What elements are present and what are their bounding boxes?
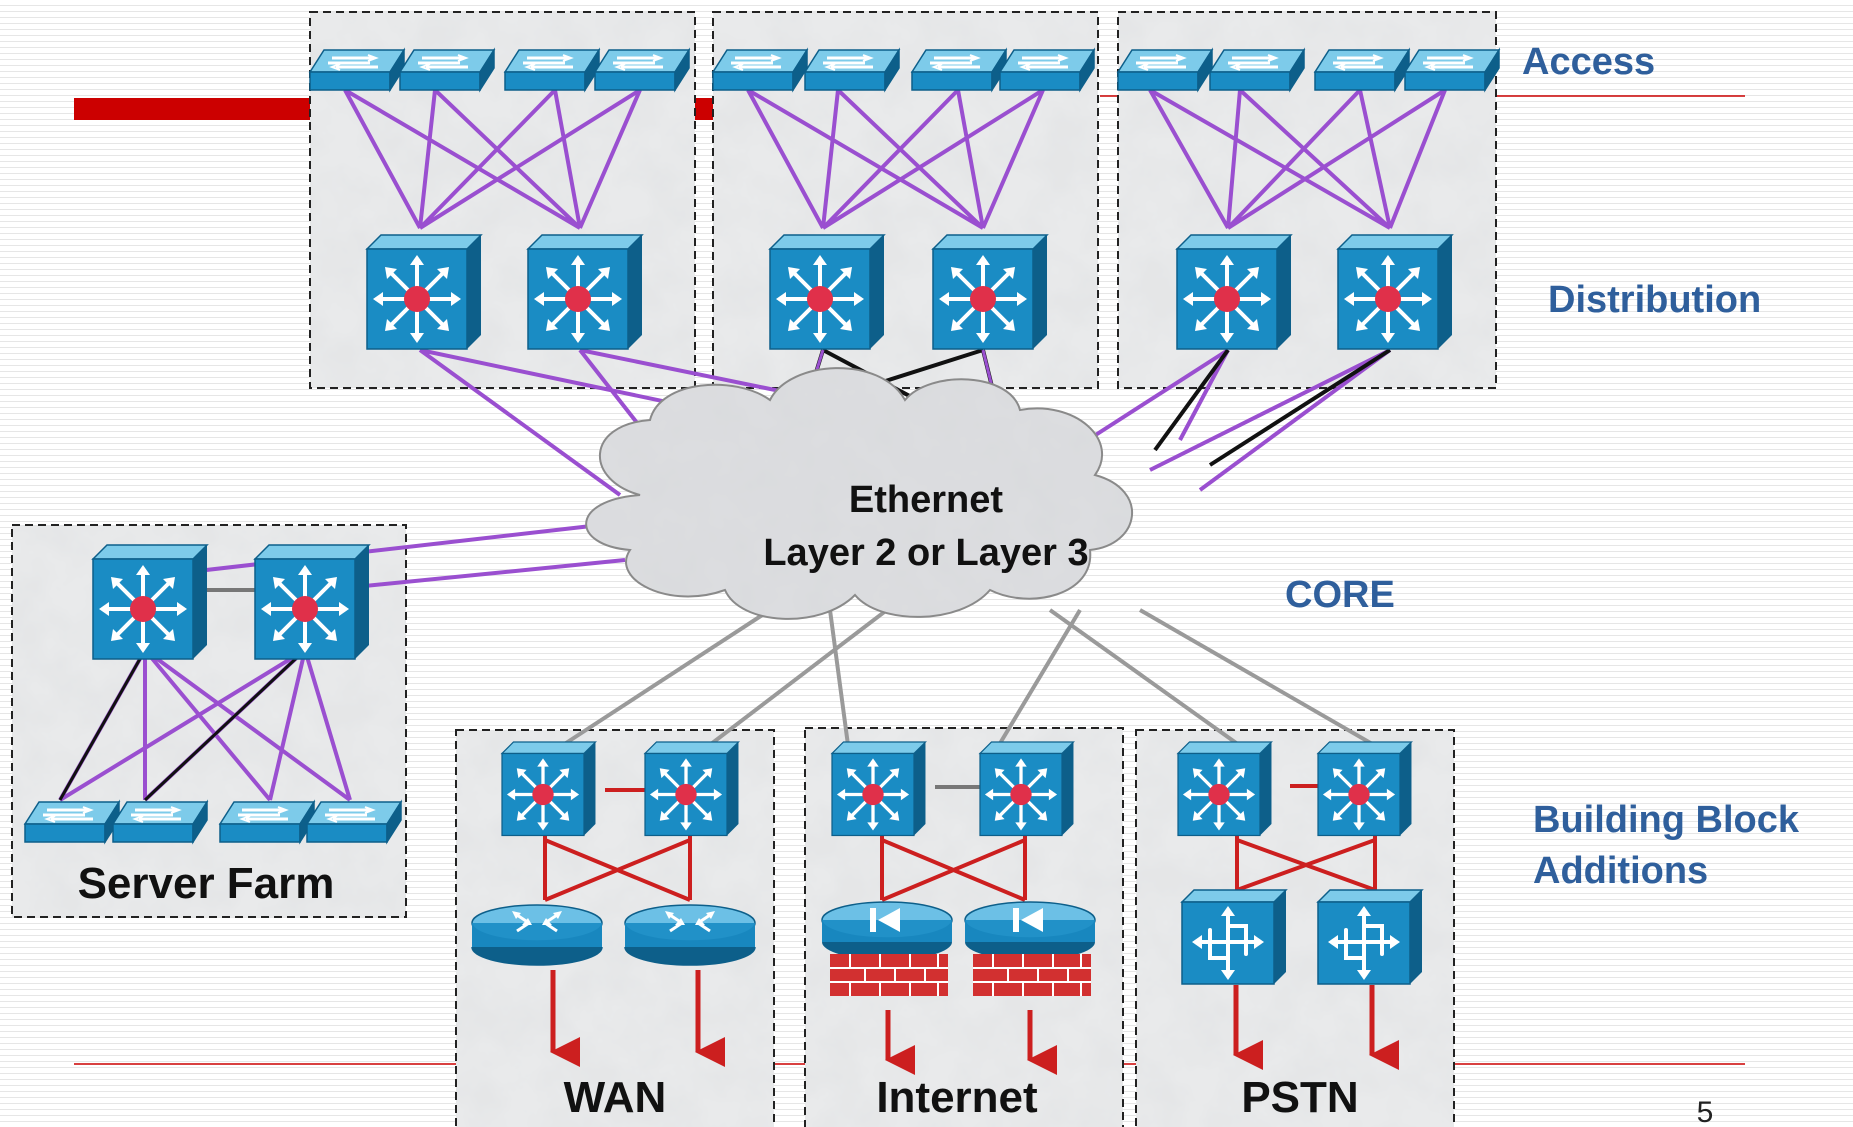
building-block-1: [309, 11, 696, 389]
multilayer-switch-icon: [91, 543, 209, 661]
workgroup-switch-icon: [111, 800, 209, 844]
voice-switch-icon: [1316, 888, 1424, 986]
workgroup-switch-icon: [23, 800, 121, 844]
layer-label-additions-line2: Additions: [1533, 850, 1708, 892]
multilayer-switch-icon: [1175, 233, 1293, 351]
multilayer-switch-icon: [526, 233, 644, 351]
workgroup-switch-icon: [803, 48, 901, 92]
workgroup-switch-icon: [1403, 48, 1501, 92]
workgroup-switch-icon: [305, 800, 403, 844]
voice-switch-icon: [1180, 888, 1288, 986]
workgroup-switch-icon: [1208, 48, 1306, 92]
workgroup-switch-icon: [593, 48, 691, 92]
server-farm-block: [11, 524, 407, 918]
multilayer-switch-icon: [365, 233, 483, 351]
workgroup-switch-icon: [398, 48, 496, 92]
pix-firewall-icon: [964, 901, 1096, 997]
building-block-3: [1117, 11, 1497, 389]
layer-label-distribution: Distribution: [1548, 279, 1761, 321]
workgroup-switch-icon: [308, 48, 406, 92]
block-label-wan: WAN: [564, 1073, 667, 1122]
multilayer-switch-icon: [768, 233, 886, 351]
multilayer-switch-icon: [830, 740, 928, 838]
workgroup-switch-icon: [218, 800, 316, 844]
layer-label-access: Access: [1522, 41, 1655, 83]
core-additions-links: [538, 598, 1401, 762]
addition-internal-links: [543, 784, 1377, 902]
workgroup-switch-icon: [1116, 48, 1214, 92]
workgroup-switch-icon: [711, 48, 809, 92]
multilayer-switch-icon: [978, 740, 1076, 838]
outbound-arrows: [550, 970, 1399, 1075]
workgroup-switch-icon: [998, 48, 1096, 92]
access-distribution-links: [343, 88, 1447, 230]
multilayer-switch-icon: [1176, 740, 1274, 838]
pix-firewall-icon: [821, 901, 953, 997]
internet-internal-links: [880, 785, 1027, 902]
multilayer-switch-icon: [1336, 233, 1454, 351]
workgroup-switch-icon: [910, 48, 1008, 92]
cloud-label-line1: Ethernet: [849, 479, 1003, 521]
multilayer-switch-icon: [931, 233, 1049, 351]
slide-page-number: 5: [1697, 1096, 1714, 1127]
block-label-pstn: PSTN: [1241, 1073, 1358, 1122]
building-block-2: [712, 11, 1099, 389]
block-borders: [11, 11, 1497, 1127]
cloud-label-line2: Layer 2 or Layer 3: [763, 532, 1088, 574]
router-icon: [623, 903, 757, 967]
internet-block: [804, 727, 1124, 1127]
router-icon: [470, 903, 604, 967]
multilayer-switch-icon: [1316, 740, 1414, 838]
multilayer-switch-icon: [643, 740, 741, 838]
core-cloud: [585, 367, 1134, 620]
layer-label-core: CORE: [1285, 574, 1395, 616]
wan-block: [455, 729, 775, 1127]
multilayer-switch-icon: [500, 740, 598, 838]
multilayer-switch-icon: [253, 543, 371, 661]
block-label-server-farm: Server Farm: [78, 859, 335, 908]
workgroup-switch-icon: [1313, 48, 1411, 92]
workgroup-switch-icon: [503, 48, 601, 92]
layer-label-additions-line1: Building Block: [1533, 799, 1800, 841]
pstn-block: [1135, 729, 1455, 1127]
block-label-internet: Internet: [876, 1073, 1038, 1122]
